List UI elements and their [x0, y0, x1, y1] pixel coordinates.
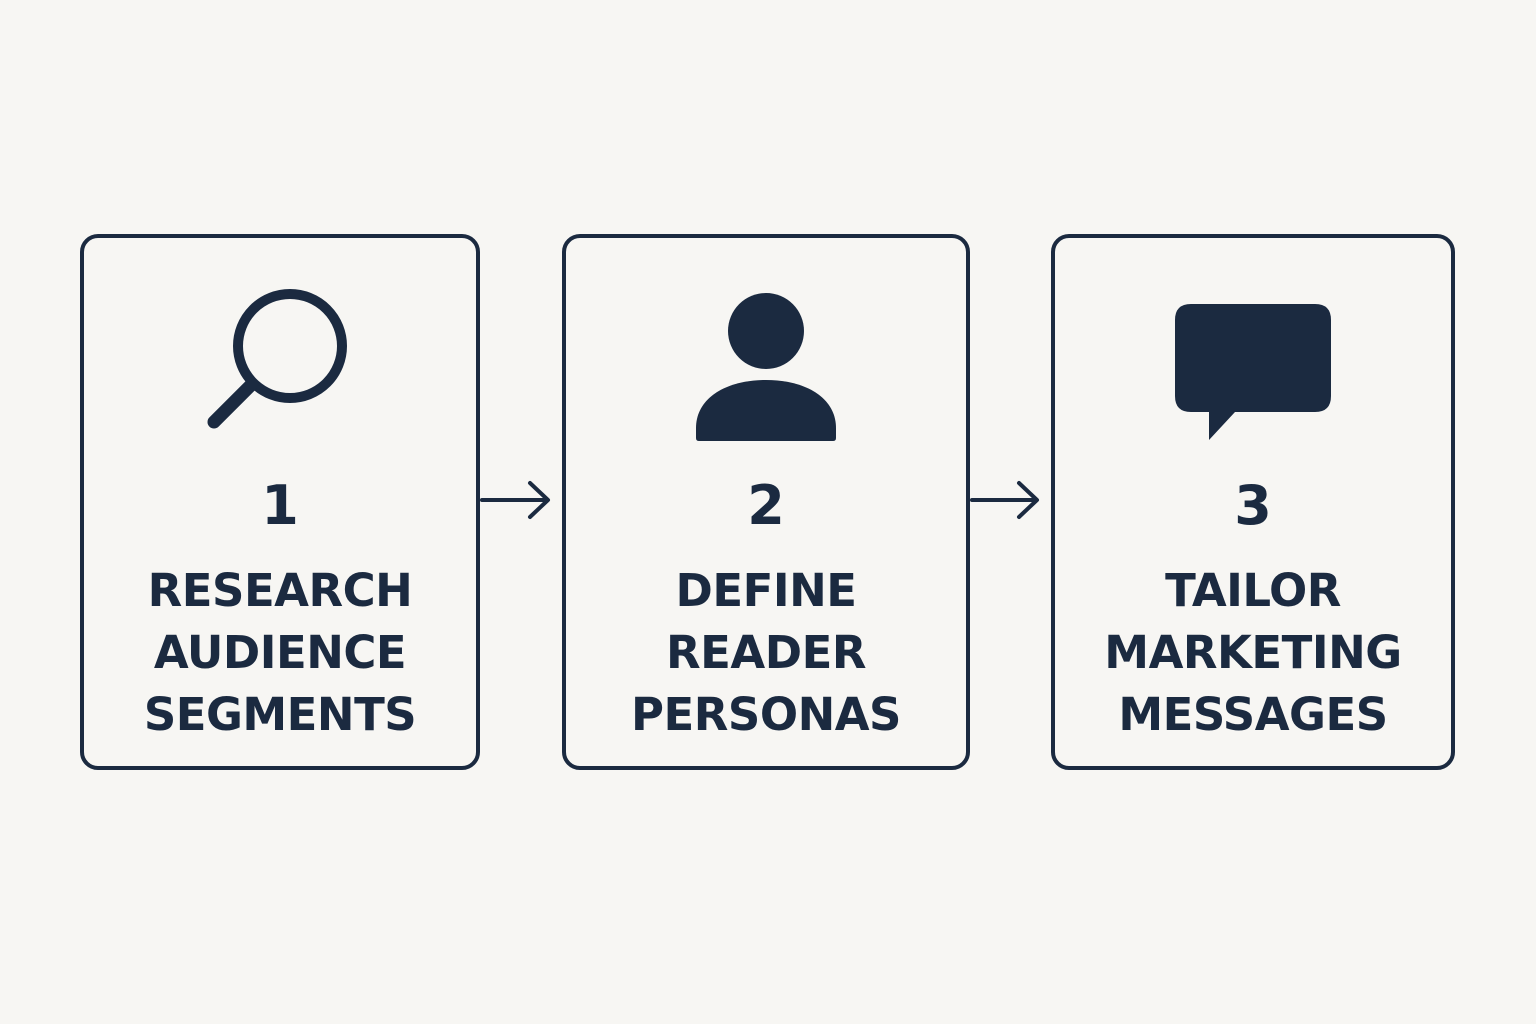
step-card-research: 1 RESEARCH AUDIENCE SEGMENTS	[80, 234, 480, 770]
step-label-line: RESEARCH	[147, 564, 413, 617]
step-number: 1	[261, 474, 299, 537]
step-label-line: TAILOR	[1165, 564, 1341, 617]
person-icon	[566, 288, 966, 448]
step-number: 2	[747, 474, 785, 537]
step-card-define: 2 DEFINE READER PERSONAS	[562, 234, 970, 770]
arrow-right-icon	[480, 481, 550, 519]
step-card-tailor: 3 TAILOR MARKETING MESSAGES	[1051, 234, 1455, 770]
arrow-right-icon	[970, 481, 1039, 519]
step-label-line: DEFINE	[675, 564, 857, 617]
step-label-line: READER	[666, 626, 866, 679]
step-label-line: MESSAGES	[1118, 688, 1388, 741]
step-label-line: PERSONAS	[631, 688, 901, 741]
speech-bubble-icon	[1055, 288, 1451, 448]
search-icon	[84, 288, 476, 448]
step-label: DEFINE READER PERSONAS	[566, 560, 966, 746]
step-label-line: SEGMENTS	[143, 688, 417, 741]
step-label: RESEARCH AUDIENCE SEGMENTS	[84, 560, 476, 746]
step-number: 3	[1234, 474, 1272, 537]
step-label: TAILOR MARKETING MESSAGES	[1055, 560, 1451, 746]
step-label-line: AUDIENCE	[153, 626, 407, 679]
step-label-line: MARKETING	[1104, 626, 1402, 679]
